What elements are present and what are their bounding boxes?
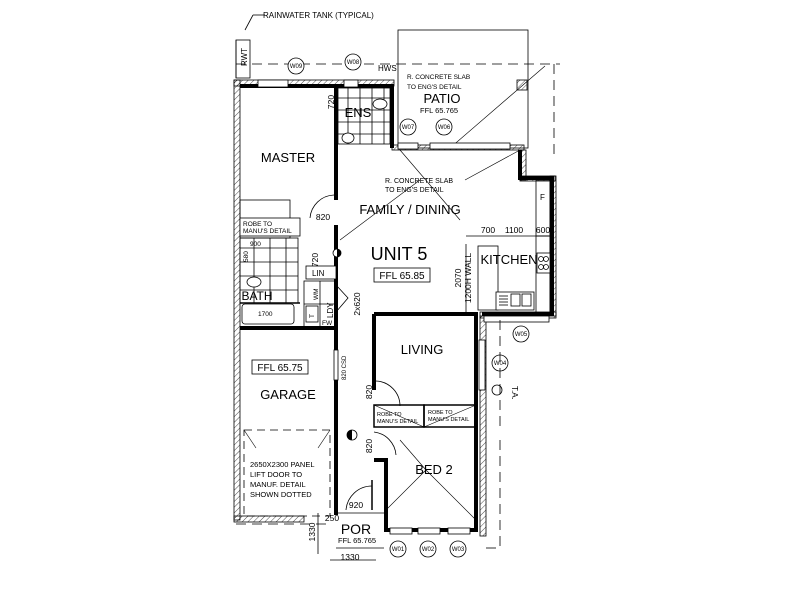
ta-label: T.A. — [510, 386, 519, 400]
garage: FFL 65.75 GARAGE 2650X2300 PANEL LIFT DO… — [243, 349, 348, 517]
svg-text:1700: 1700 — [258, 311, 273, 318]
room-label-ens: ENS — [345, 105, 372, 120]
window-w01 — [389, 527, 413, 535]
room-label-kitchen: KITCHEN — [480, 252, 537, 267]
porch: 920 250 POR FFL 65.765 1330 1330 — [307, 480, 384, 562]
svg-text:2650X2300 PANEL: 2650X2300 PANEL — [250, 460, 315, 469]
master-door-swing — [309, 194, 335, 219]
dim-bed-door: 820 — [364, 439, 374, 453]
robe-living: ROBE TO MANU'S DETAIL ROBE TO MANU'S DET… — [373, 404, 477, 428]
room-label-living: LIVING — [401, 342, 444, 357]
svg-text:ROBE TO: ROBE TO — [428, 410, 453, 416]
laundry: T WM LDY FW — [303, 280, 349, 328]
svg-text:F: F — [540, 193, 545, 202]
kitchen: 700 1100 600 F KITCHEN 2070 1200H WALL — [453, 179, 552, 315]
patio-ffl: FFL 65.765 — [420, 106, 458, 115]
window-tags: W09 W08 W07 W06 W05 W04 W01 W02 W03 — [287, 53, 530, 558]
svg-text:LIFT DOOR TO: LIFT DOOR TO — [250, 470, 302, 479]
room-label-master: MASTER — [261, 150, 315, 165]
svg-text:MANUF. DETAIL: MANUF. DETAIL — [250, 480, 306, 489]
window-w02 — [417, 527, 441, 535]
svg-text:MANU'S DETAIL: MANU'S DETAIL — [428, 417, 469, 423]
garage-bottom-wall — [233, 515, 305, 523]
ensuite: ENS — [337, 87, 391, 145]
window-w03 — [447, 527, 471, 535]
svg-text:ROBE TO: ROBE TO — [243, 221, 272, 228]
room-label-patio: PATIO — [423, 91, 460, 106]
patio-note: R. CONCRETE SLAB — [407, 74, 470, 81]
rainwater-tank-label: RAINWATER TANK (TYPICAL) — [263, 11, 374, 20]
ta-marker — [491, 384, 503, 396]
family-dining: R. CONCRETE SLAB TO ENG'S DETAIL FAMILY … — [339, 149, 521, 241]
svg-text:W09: W09 — [290, 64, 303, 70]
svg-text:W01: W01 — [392, 547, 405, 553]
svg-text:W07: W07 — [402, 125, 415, 131]
svg-text:600: 600 — [536, 225, 550, 235]
svg-text:250: 250 — [325, 513, 339, 523]
svg-text:W03: W03 — [452, 547, 465, 553]
svg-text:FW: FW — [322, 320, 333, 327]
window-w08 — [343, 79, 359, 88]
svg-text:900: 900 — [250, 241, 261, 248]
svg-text:R. CONCRETE SLAB: R. CONCRETE SLAB — [385, 178, 453, 185]
patio: R. CONCRETE SLAB TO ENG'S DETAIL PATIO F… — [397, 29, 546, 149]
window-w04 — [478, 339, 486, 391]
svg-text:T: T — [309, 314, 316, 318]
svg-text:FFL 65.75: FFL 65.75 — [257, 363, 303, 374]
svg-text:MANU'S DETAIL: MANU'S DETAIL — [377, 419, 418, 425]
svg-text:TO ENG'S DETAIL: TO ENG'S DETAIL — [385, 187, 444, 194]
svg-text:SHOWN DOTTED: SHOWN DOTTED — [250, 490, 312, 499]
svg-text:1330: 1330 — [341, 552, 360, 562]
svg-text:W05: W05 — [515, 332, 528, 338]
svg-text:W04: W04 — [494, 361, 507, 367]
svg-text:1100: 1100 — [505, 225, 524, 235]
bathroom: 900 580 1700 BATH — [239, 237, 299, 325]
window-w09 — [257, 79, 289, 88]
svg-text:WM: WM — [313, 288, 320, 300]
svg-text:2070: 2070 — [453, 268, 463, 287]
patio-note-2: TO ENG'S DETAIL — [407, 84, 462, 91]
svg-text:FFL 65.765: FFL 65.765 — [338, 536, 376, 545]
unit-ffl: FFL 65.85 — [379, 271, 425, 282]
svg-text:580: 580 — [243, 251, 250, 262]
dim-master-door: 820 — [316, 212, 330, 222]
room-label-ldy: LDY — [326, 302, 335, 318]
linen-cupboard — [305, 265, 337, 280]
svg-text:1200H WALL: 1200H WALL — [463, 253, 473, 304]
room-label-por: POR — [341, 521, 371, 537]
dim-ldy-door: 2x620 — [352, 292, 362, 315]
room-label-garage: GARAGE — [260, 387, 316, 402]
room-label-family-dining: FAMILY / DINING — [359, 202, 460, 217]
left-wall — [233, 79, 241, 521]
rwt-label: RWT — [240, 48, 249, 66]
dim-living-door: 820 — [364, 385, 374, 399]
room-label-bed-2: BED 2 — [415, 462, 453, 477]
svg-text:1330: 1330 — [307, 522, 317, 541]
hws-label: HWS — [378, 64, 397, 73]
living-door-swing — [375, 380, 401, 407]
svg-text:W06: W06 — [438, 125, 451, 131]
smoke-detector-fill — [337, 249, 341, 257]
window-w07 — [397, 142, 419, 150]
robe-master: ROBE TO MANU'S DETAIL — [239, 199, 301, 239]
svg-text:700: 700 — [481, 225, 495, 235]
dim-ens-720: 720 — [326, 95, 336, 109]
svg-text:ROBE TO: ROBE TO — [377, 412, 402, 418]
smoke-detector-2-fill — [347, 430, 352, 440]
unit-title: UNIT 5 — [371, 244, 428, 264]
dim-hall-720: 720 — [310, 253, 320, 267]
svg-text:W08: W08 — [347, 60, 360, 66]
room-label-lin: LIN — [312, 269, 325, 278]
window-w06 — [429, 142, 511, 150]
bed-2: BED 2 — [373, 431, 477, 521]
room-label-bath: BATH — [241, 289, 272, 303]
window-w05 — [483, 315, 550, 323]
dim-por-door: 920 — [349, 500, 363, 510]
svg-text:820 CSD: 820 CSD — [342, 355, 348, 380]
unit-ffl-box — [373, 267, 431, 283]
rainwater-tank-callout: RAINWATER TANK (TYPICAL) RWT — [235, 11, 374, 79]
svg-text:MANU'S DETAIL: MANU'S DETAIL — [243, 228, 292, 235]
svg-text:W02: W02 — [422, 547, 435, 553]
